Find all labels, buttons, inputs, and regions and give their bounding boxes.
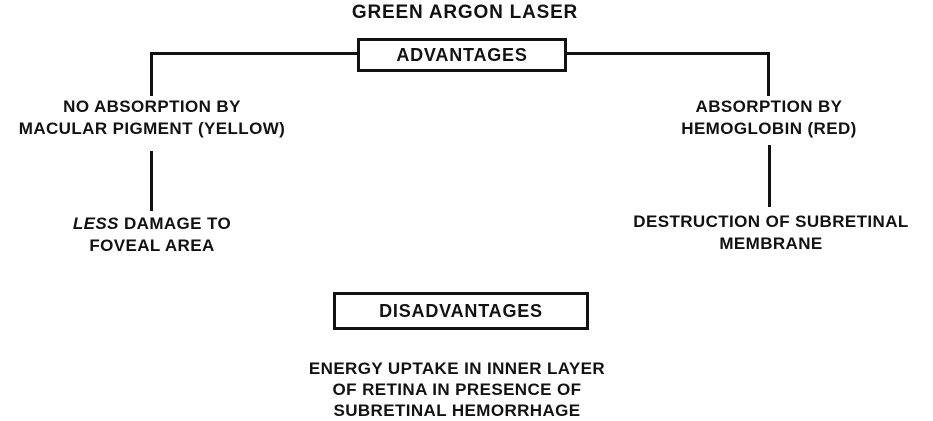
connector-line-right-horizontal xyxy=(567,52,770,55)
advantages-box-label: ADVANTAGES xyxy=(396,44,528,65)
disadvantages-text-line1: ENERGY UPTAKE IN INNER LAYER xyxy=(308,359,606,378)
connector-line-left-down xyxy=(150,52,153,96)
connector-line-left-to-result xyxy=(150,151,153,211)
disadvantages-box: DISADVANTAGES xyxy=(333,292,589,330)
right-branch-result-label: DESTRUCTION OF SUBRETINAL MEMBRANE xyxy=(612,211,930,255)
left-branch-result-emphasis: LESS xyxy=(72,214,119,233)
left-branch-result-line2: FOVEAL AREA xyxy=(89,236,215,255)
diagram-title: GREEN ARGON LASER xyxy=(351,2,579,23)
left-branch-cause-label: NO ABSORPTION BY MACULAR PIGMENT (YELLOW… xyxy=(0,96,304,140)
left-branch-result-line1: LESS DAMAGE TO xyxy=(0,213,304,235)
disadvantages-text: ENERGY UPTAKE IN INNER LAYER OF RETINA I… xyxy=(282,358,632,421)
right-branch-result-line1: DESTRUCTION OF SUBRETINAL xyxy=(633,212,909,231)
connector-line-left-horizontal xyxy=(151,52,357,55)
left-branch-cause-line1: NO ABSORPTION BY xyxy=(63,97,241,116)
right-branch-cause-line1: ABSORPTION BY xyxy=(695,97,843,116)
left-branch-result-line1-rest: DAMAGE TO xyxy=(123,214,232,233)
disadvantages-box-label: DISADVANTAGES xyxy=(379,300,543,321)
left-branch-result-label: LESS DAMAGE TO FOVEAL AREA xyxy=(0,213,304,257)
right-branch-cause-line2: HEMOGLOBIN (RED) xyxy=(681,119,857,138)
right-branch-cause-label: ABSORPTION BY HEMOGLOBIN (RED) xyxy=(617,96,921,140)
disadvantages-text-line3: SUBRETINAL HEMORRHAGE xyxy=(333,401,581,420)
connector-line-right-to-result xyxy=(768,145,771,207)
left-branch-cause-line2: MACULAR PIGMENT (YELLOW) xyxy=(18,119,286,138)
connector-line-right-down xyxy=(767,52,770,96)
advantages-box: ADVANTAGES xyxy=(357,38,567,72)
disadvantages-text-line2: OF RETINA IN PRESENCE OF xyxy=(332,380,582,399)
right-branch-result-line2: MEMBRANE xyxy=(719,234,823,253)
